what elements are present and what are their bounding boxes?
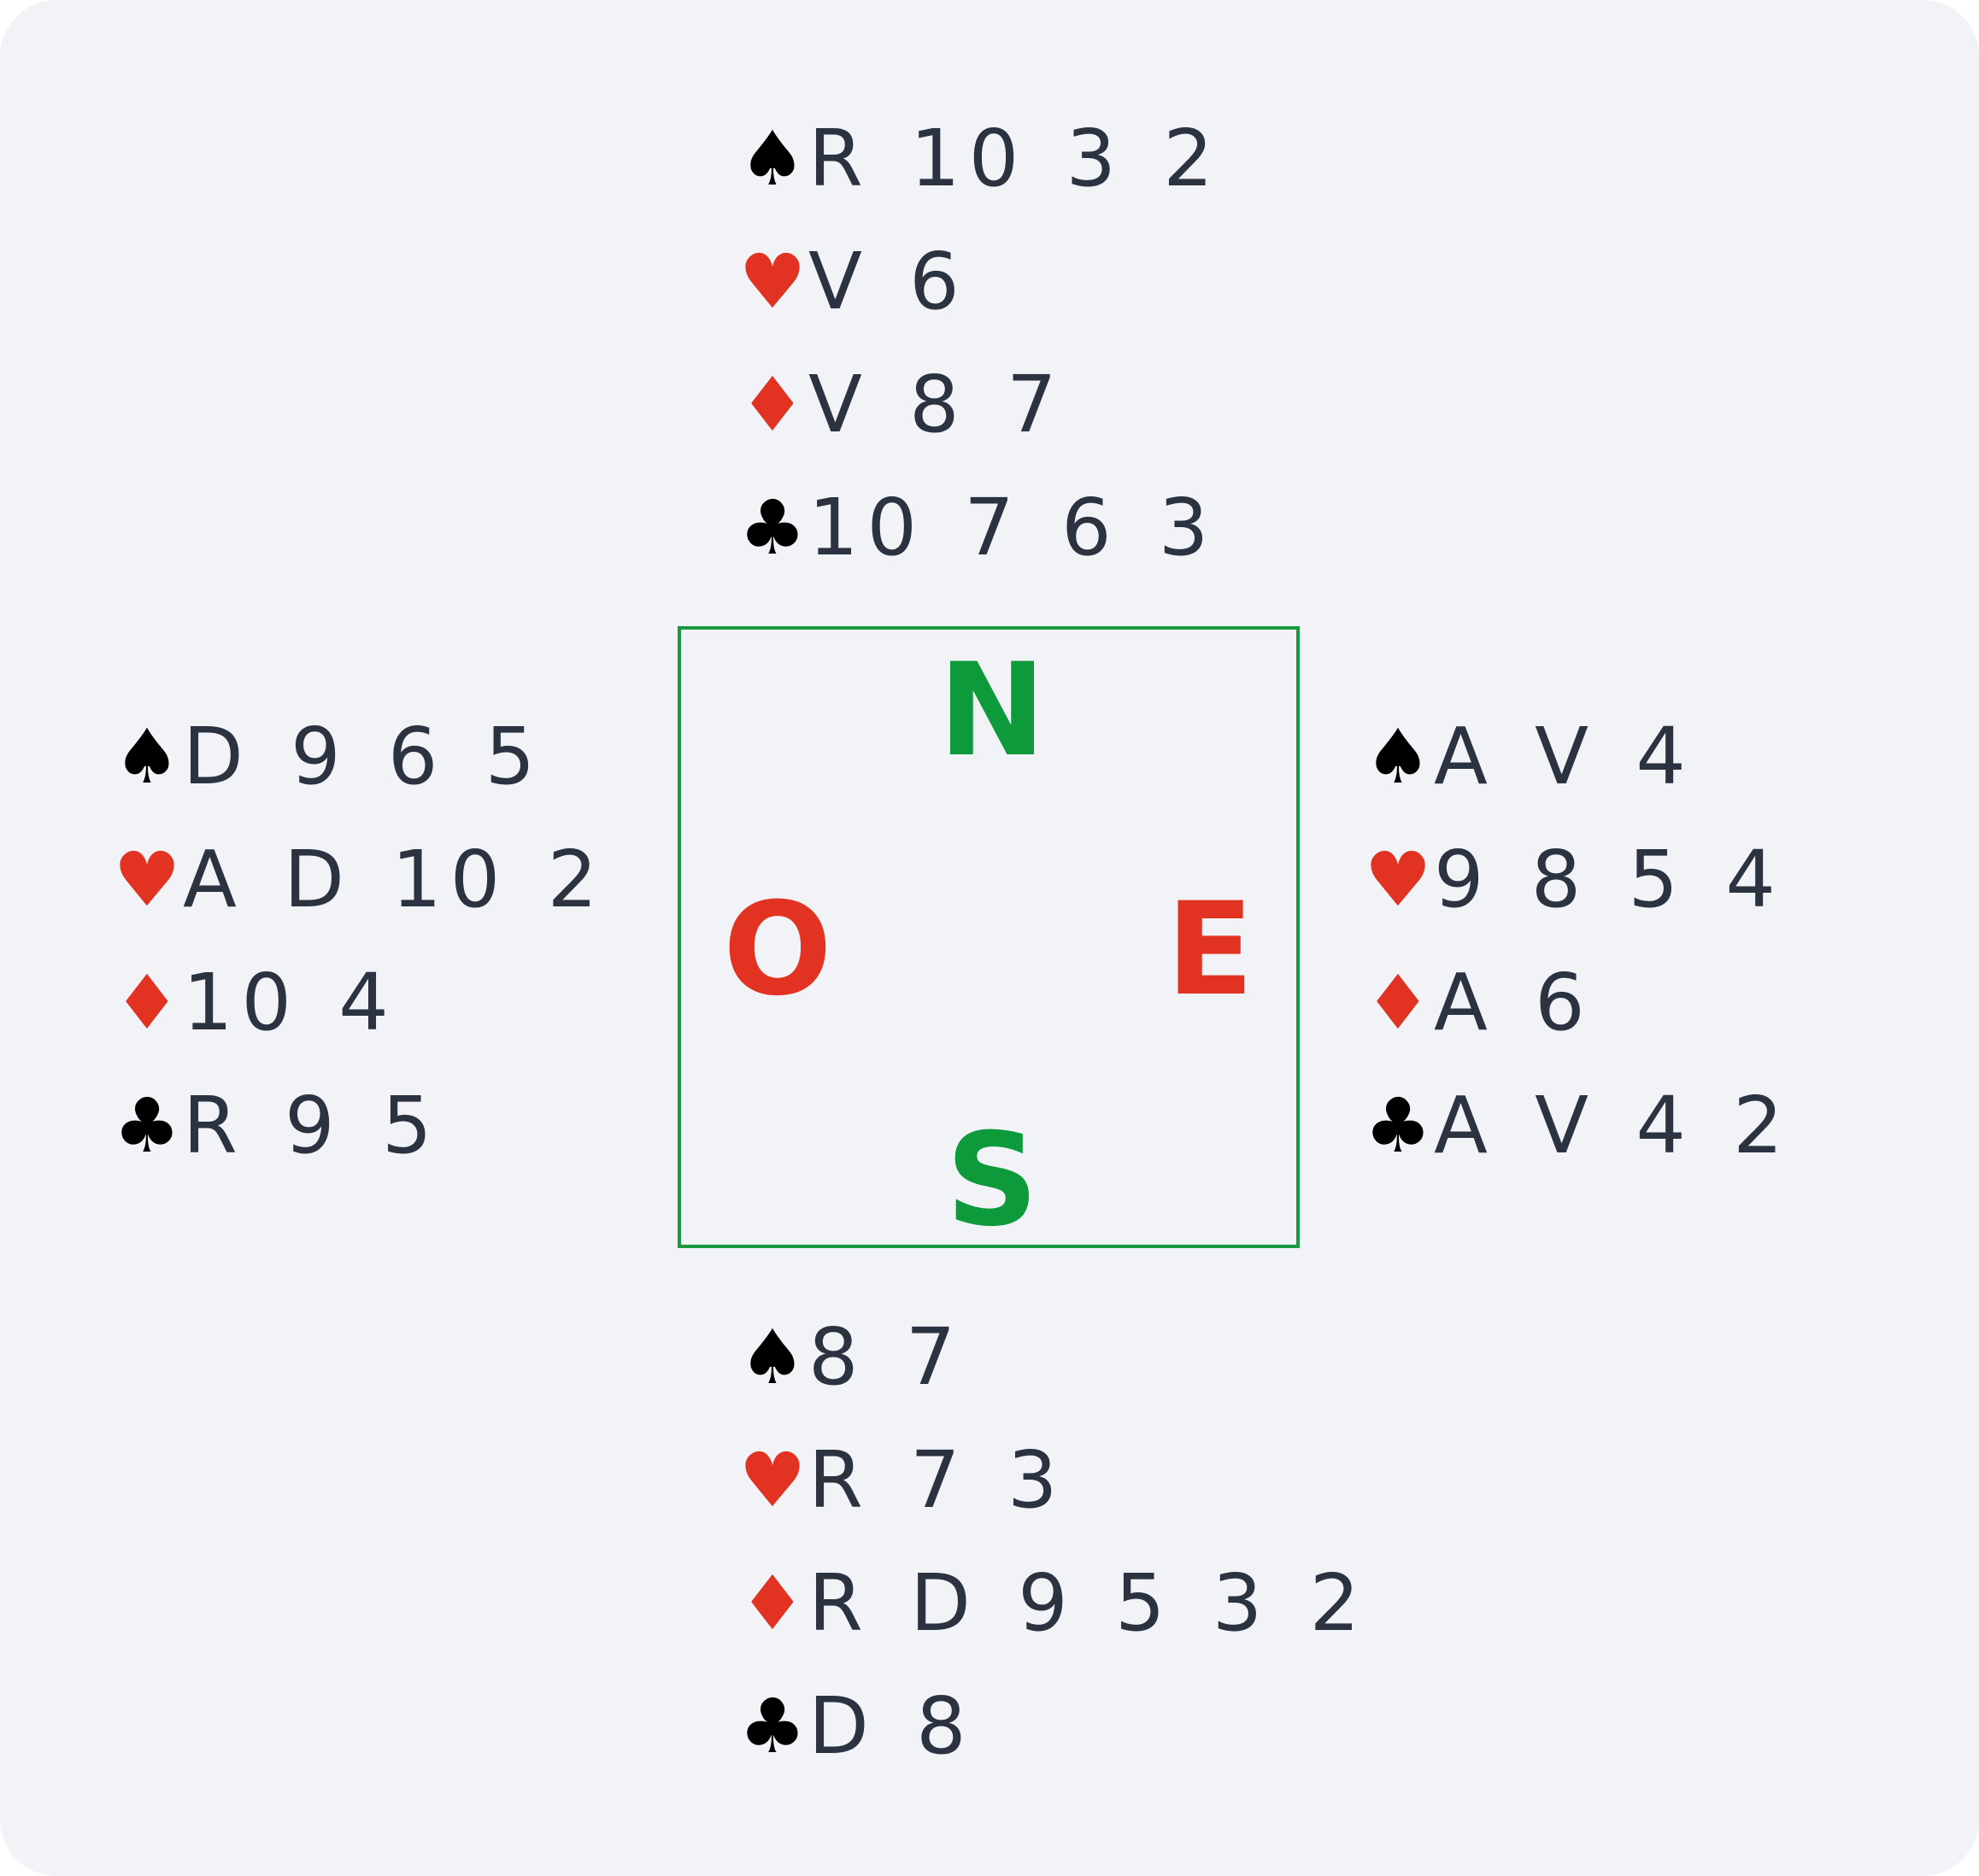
west-diamonds-cards: 10 4 bbox=[183, 957, 397, 1048]
heart-icon: ♥ bbox=[1364, 835, 1432, 923]
west-clubs-cards: R 9 5 bbox=[183, 1080, 441, 1171]
compass-east-label: E bbox=[1166, 876, 1254, 1024]
west-clubs-row: ♣ R 9 5 bbox=[111, 1079, 440, 1173]
heart-icon: ♥ bbox=[738, 1436, 807, 1524]
south-hearts-cards: R 7 3 bbox=[808, 1434, 1066, 1526]
spade-icon: ♠ bbox=[738, 114, 807, 202]
south-spades-cards: 8 7 bbox=[808, 1311, 965, 1403]
west-hearts-cards: A D 10 2 bbox=[183, 834, 607, 925]
club-icon: ♣ bbox=[738, 1682, 807, 1770]
heart-icon: ♥ bbox=[738, 237, 807, 325]
west-spades-row: ♠ D 9 6 5 bbox=[111, 710, 543, 804]
north-hearts-cards: V 6 bbox=[808, 236, 968, 327]
compass-west-label: O bbox=[723, 876, 832, 1024]
heart-icon: ♥ bbox=[113, 835, 181, 923]
south-clubs-cards: D 8 bbox=[808, 1680, 975, 1772]
east-diamonds-cards: A 6 bbox=[1434, 957, 1594, 1048]
east-diamonds-row: ♦ A 6 bbox=[1362, 956, 1594, 1050]
east-hearts-row: ♥ 9 8 5 4 bbox=[1362, 833, 1784, 927]
north-spades-cards: R 10 3 2 bbox=[808, 113, 1222, 204]
compass-box: N O E S bbox=[678, 626, 1300, 1248]
south-clubs-row: ♣ D 8 bbox=[737, 1680, 975, 1773]
west-diamonds-row: ♦ 10 4 bbox=[111, 956, 397, 1050]
diamond-icon: ♦ bbox=[113, 959, 181, 1046]
compass-north-label: N bbox=[938, 636, 1046, 785]
club-icon: ♣ bbox=[738, 484, 807, 572]
west-hearts-row: ♥ A D 10 2 bbox=[111, 833, 606, 927]
west-spades-cards: D 9 6 5 bbox=[183, 711, 544, 802]
east-spades-row: ♠ A V 4 bbox=[1362, 710, 1694, 804]
east-clubs-cards: A V 4 2 bbox=[1434, 1080, 1792, 1171]
east-clubs-row: ♣ A V 4 2 bbox=[1362, 1079, 1792, 1173]
north-clubs-row: ♣ 10 7 6 3 bbox=[737, 481, 1217, 575]
east-hearts-cards: 9 8 5 4 bbox=[1434, 834, 1784, 925]
spade-icon: ♠ bbox=[738, 1313, 807, 1401]
north-hearts-row: ♥ V 6 bbox=[737, 235, 968, 329]
north-clubs-cards: 10 7 6 3 bbox=[808, 482, 1218, 573]
north-spades-row: ♠ R 10 3 2 bbox=[737, 112, 1222, 206]
club-icon: ♣ bbox=[113, 1082, 181, 1170]
diamond-icon: ♦ bbox=[738, 1559, 807, 1647]
east-spades-cards: A V 4 bbox=[1434, 711, 1694, 802]
south-diamonds-row: ♦ R D 9 5 3 2 bbox=[737, 1556, 1368, 1650]
compass-south-label: S bbox=[945, 1106, 1039, 1255]
diamond-icon: ♦ bbox=[738, 361, 807, 448]
club-icon: ♣ bbox=[1364, 1082, 1432, 1170]
south-hearts-row: ♥ R 7 3 bbox=[737, 1433, 1066, 1527]
diamond-icon: ♦ bbox=[1364, 959, 1432, 1046]
north-diamonds-cards: V 8 7 bbox=[808, 359, 1066, 450]
south-spades-row: ♠ 8 7 bbox=[737, 1310, 964, 1404]
north-diamonds-row: ♦ V 8 7 bbox=[737, 358, 1066, 452]
spade-icon: ♠ bbox=[1364, 712, 1432, 800]
south-diamonds-cards: R D 9 5 3 2 bbox=[808, 1557, 1369, 1649]
spade-icon: ♠ bbox=[113, 712, 181, 800]
